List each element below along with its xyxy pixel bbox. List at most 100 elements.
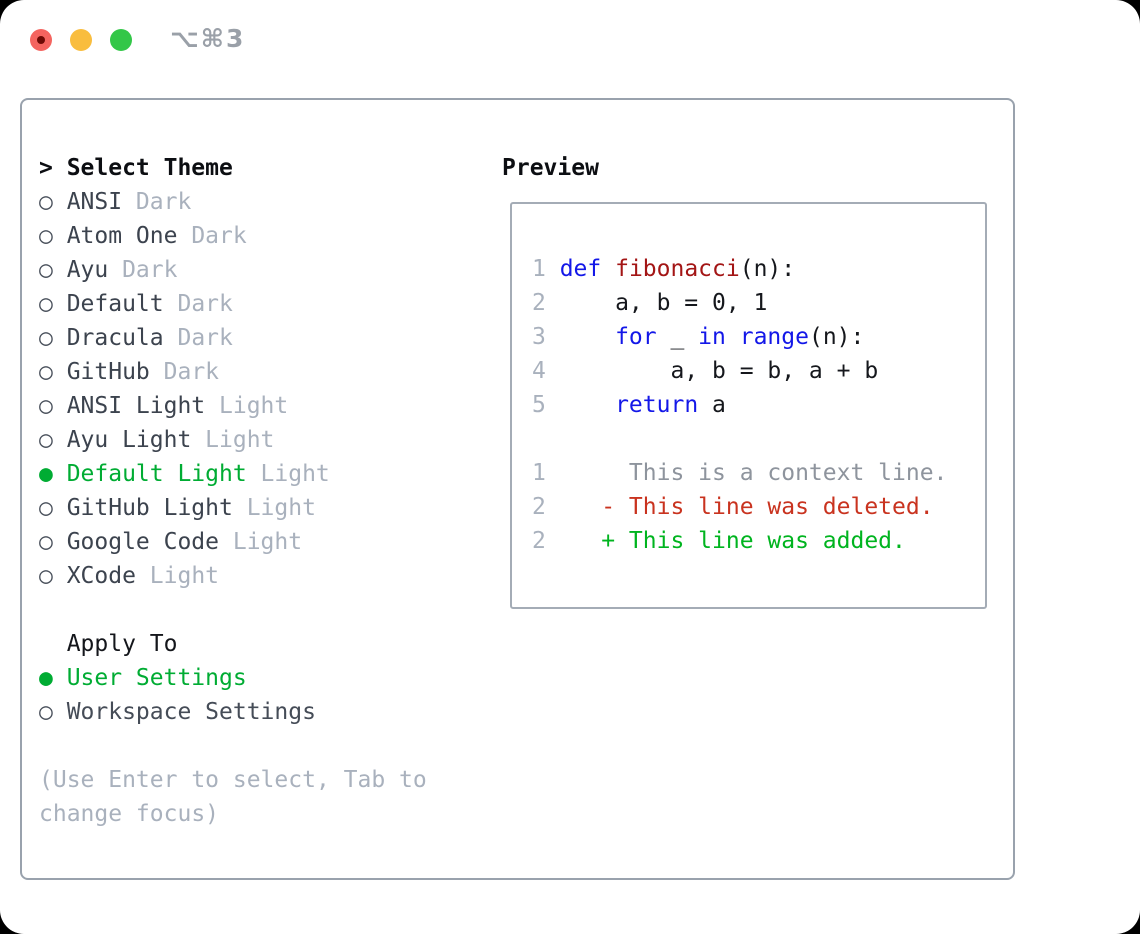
theme-variant: Light	[205, 427, 275, 453]
code-token: (n):	[739, 256, 796, 282]
theme-variant: Dark	[191, 223, 247, 249]
theme-name: Default	[66, 291, 164, 317]
preview-title: Preview	[502, 155, 599, 181]
radio-selected-icon: ●	[39, 461, 53, 487]
radio-icon: ○	[39, 325, 53, 351]
code-token	[560, 392, 615, 418]
select-theme-header: > Select Theme	[39, 151, 485, 185]
radio-icon: ○	[39, 291, 53, 317]
code-line: 4 a, b = b, a + b	[532, 354, 985, 388]
theme-variant: Light	[219, 393, 289, 419]
apply-option-label: Workspace Settings	[66, 699, 316, 725]
keyboard-shortcut-badge: ⌥⌘3	[170, 24, 246, 53]
code-token: return	[615, 392, 699, 418]
radio-icon: ○	[39, 563, 53, 589]
theme-variant: Light	[232, 529, 303, 555]
code-line: 2 + This line was added.	[532, 524, 985, 558]
radio-icon: ○	[39, 529, 53, 555]
code-line: 1 This is a context line.	[532, 456, 985, 490]
code-token: def	[559, 256, 602, 282]
theme-name: ANSI	[66, 189, 123, 215]
line-number: 3	[532, 324, 546, 350]
theme-name: Ayu Light	[66, 427, 192, 453]
theme-name: Default Light	[66, 461, 247, 487]
theme-option-xcode-light[interactable]: ○ XCode Light	[39, 559, 485, 593]
theme-name: Atom One	[66, 223, 178, 249]
theme-variant: Dark	[163, 359, 220, 385]
theme-name: Google Code	[66, 529, 220, 555]
theme-name: XCode	[66, 563, 136, 589]
code-line: 2 a, b = 0, 1	[532, 286, 985, 320]
code-line: 2 - This line was deleted.	[532, 490, 985, 524]
minimize-button-icon[interactable]	[70, 29, 92, 51]
line-number: 1	[532, 256, 546, 282]
radio-icon: ○	[39, 427, 53, 453]
theme-name: Dracula	[66, 325, 164, 351]
code-token: (n):	[808, 324, 865, 350]
theme-variant: Dark	[122, 257, 178, 283]
theme-option-ayu-dark[interactable]: ○ Ayu Dark	[39, 253, 485, 287]
line-number: 1	[532, 460, 546, 486]
apply-option-label: User Settings	[66, 665, 247, 691]
radio-icon: ○	[39, 189, 53, 215]
code-token: a	[698, 392, 726, 418]
theme-option-atom-one-dark[interactable]: ○ Atom One Dark	[39, 219, 485, 253]
apply-option-user-settings[interactable]: ● User Settings	[39, 661, 485, 695]
spacer	[39, 593, 485, 627]
apply-to-header: Apply To	[39, 627, 485, 661]
line-number: 2	[532, 290, 546, 316]
code-token: a, b = b, a + b	[559, 358, 879, 384]
radio-icon: ○	[39, 699, 53, 725]
theme-option-google-code-light[interactable]: ○ Google Code Light	[39, 525, 485, 559]
window-controls	[30, 29, 132, 51]
line-number: 5	[532, 392, 546, 418]
theme-option-ansi-light-light[interactable]: ○ ANSI Light Light	[39, 389, 485, 423]
theme-option-ansi-dark[interactable]: ○ ANSI Dark	[39, 185, 485, 219]
code-line: 1 def fibonacci(n):	[532, 252, 985, 286]
theme-name: GitHub	[66, 359, 150, 385]
code-token: fibonacci	[615, 256, 740, 282]
radio-icon: ○	[39, 257, 53, 283]
radio-selected-icon: ●	[39, 665, 53, 691]
theme-name: Ayu	[66, 257, 109, 283]
close-button-icon[interactable]	[30, 29, 52, 51]
theme-variant: Dark	[135, 189, 192, 215]
code-token	[601, 256, 615, 282]
code-line	[532, 422, 985, 456]
code-token	[726, 324, 740, 350]
theme-variant: Light	[149, 563, 220, 589]
keyboard-hint: (Use Enter to select, Tab to change focu…	[39, 767, 427, 827]
zoom-button-icon[interactable]	[110, 29, 132, 51]
theme-name: ANSI Light	[66, 393, 206, 419]
theme-option-ayu-light-light[interactable]: ○ Ayu Light Light	[39, 423, 485, 457]
theme-name: GitHub Light	[66, 495, 233, 521]
code-token: _	[656, 324, 699, 350]
theme-option-dracula-dark[interactable]: ○ Dracula Dark	[39, 321, 485, 355]
code-token: in	[698, 324, 726, 350]
theme-variant: Dark	[177, 325, 233, 351]
radio-icon: ○	[39, 393, 53, 419]
code-token: range	[739, 324, 809, 350]
code-line: 3 for _ in range(n):	[532, 320, 985, 354]
cursor-icon: >	[39, 155, 53, 181]
line-number: 2	[532, 494, 546, 520]
code-token: - This line was deleted.	[559, 494, 934, 520]
code-token: for	[615, 324, 657, 350]
code-token: This is a context line.	[559, 460, 948, 486]
radio-icon: ○	[39, 223, 53, 249]
select-theme-title: Select Theme	[66, 155, 233, 181]
theme-variant: Light	[246, 495, 316, 521]
code-token	[560, 324, 615, 350]
code-line: 5 return a	[532, 388, 985, 422]
apply-option-workspace-settings[interactable]: ○ Workspace Settings	[39, 695, 485, 729]
